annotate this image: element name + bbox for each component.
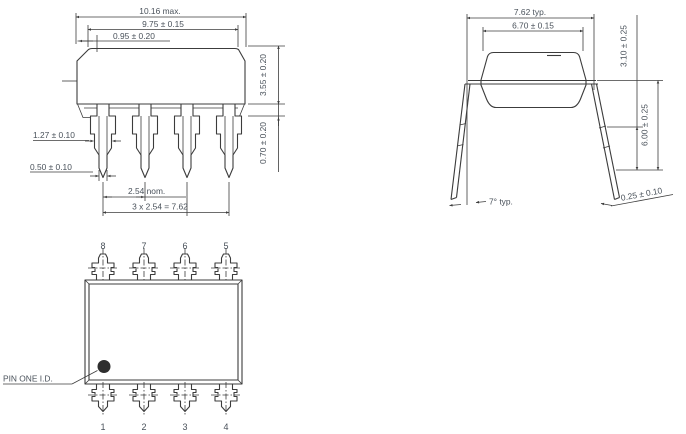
pin-number-5: 5 — [223, 241, 228, 251]
front-body-left-ear — [77, 103, 91, 118]
pin-one-id-label: PIN ONE I.D. — [3, 374, 53, 384]
dim-lead-shoulder-width-label: 1.27 ± 0.10 — [33, 130, 75, 140]
side-view: 7.62 typ. 6.70 ± 0.15 — [449, 7, 674, 207]
dim-body-length: 9.75 ± 0.15 — [87, 19, 239, 47]
dim-lead-tip-width: 0.50 ± 0.10 — [30, 162, 116, 181]
dim-shoulder-height: 0.70 ± 0.20 — [248, 104, 285, 172]
dim-side-body-width-label: 6.70 ± 0.15 — [512, 21, 554, 31]
dim-overall-width-max-label: 10.16 max. — [139, 6, 180, 16]
pin-6 — [169, 247, 201, 285]
dim-body-length-label: 9.75 ± 0.15 — [142, 19, 184, 29]
dim-end-to-lead-label: 0.95 ± 0.20 — [113, 31, 155, 41]
dim-lead-shoulder-width: 1.27 ± 0.10 — [33, 130, 121, 147]
dim-lead-span-label: 3 x 2.54 = 7.62 — [132, 202, 188, 212]
pin-4 — [210, 381, 242, 417]
dim-lead-length: 6.00 ± 0.25 — [597, 80, 663, 171]
top-view-body-inner — [88, 283, 239, 381]
pin-one-id-callout: PIN ONE I.D. — [3, 370, 98, 385]
pin-5 — [210, 247, 242, 285]
pin-number-4: 4 — [223, 422, 228, 432]
pin-number-3: 3 — [182, 422, 187, 432]
top-view: 8 7 6 5 1 2 3 4 PIN ONE I.D. — [3, 241, 243, 432]
dim-shoulder-height-label: 0.70 ± 0.20 — [258, 122, 268, 164]
front-lead-2 — [131, 103, 159, 179]
dim-row-spacing: 7.62 typ. — [466, 7, 595, 20]
pin-one-id-dot — [97, 360, 111, 373]
dim-lead-pitch-label: 2.54 nom. — [128, 186, 165, 196]
dim-lead-length-label: 6.00 ± 0.25 — [640, 104, 650, 146]
dim-body-height-label: 3.55 ± 0.20 — [258, 54, 268, 96]
dim-upper-height: 3.10 ± 0.25 — [607, 15, 643, 171]
pin-2 — [128, 381, 160, 417]
pin-number-1: 1 — [100, 422, 105, 432]
dim-lead-pitch: 2.54 nom. — [102, 182, 186, 216]
top-view-body-outer — [84, 279, 243, 385]
pin-7 — [128, 247, 160, 285]
dim-lead-tip-width-label: 0.50 ± 0.10 — [30, 162, 72, 172]
front-lead-4 — [215, 103, 243, 179]
pin-1 — [87, 381, 119, 417]
dim-end-to-lead: 0.95 ± 0.20 — [77, 31, 170, 52]
pin-3 — [169, 381, 201, 417]
dim-lead-angle: 7° typ. — [449, 197, 513, 207]
side-left-leg — [450, 83, 471, 201]
dim-overall-width-max: 10.16 max. — [75, 6, 247, 47]
dim-lead-angle-label: 7° typ. — [489, 197, 513, 207]
pin-number-8: 8 — [100, 241, 105, 251]
pin-number-2: 2 — [141, 422, 146, 432]
dim-lead-span: 3 x 2.54 = 7.62 — [102, 182, 230, 216]
dim-row-spacing-label: 7.62 typ. — [514, 7, 546, 17]
side-right-leg — [590, 83, 621, 201]
front-view: 10.16 max. 9.75 ± 0.15 0.95 ± 0.20 3.55 … — [30, 6, 285, 216]
pin-one-id-leader-line — [71, 370, 98, 385]
front-lead-3 — [173, 103, 201, 179]
dim-side-body-width: 6.70 ± 0.15 — [482, 21, 584, 33]
front-body-outline — [76, 47, 246, 105]
pin-number-7: 7 — [141, 241, 146, 251]
pin-number-6: 6 — [182, 241, 187, 251]
dim-upper-height-label: 3.10 ± 0.25 — [619, 25, 629, 67]
pin-8 — [87, 247, 119, 285]
dim-body-height: 3.55 ± 0.20 — [248, 45, 285, 105]
side-body-outline — [480, 51, 587, 109]
